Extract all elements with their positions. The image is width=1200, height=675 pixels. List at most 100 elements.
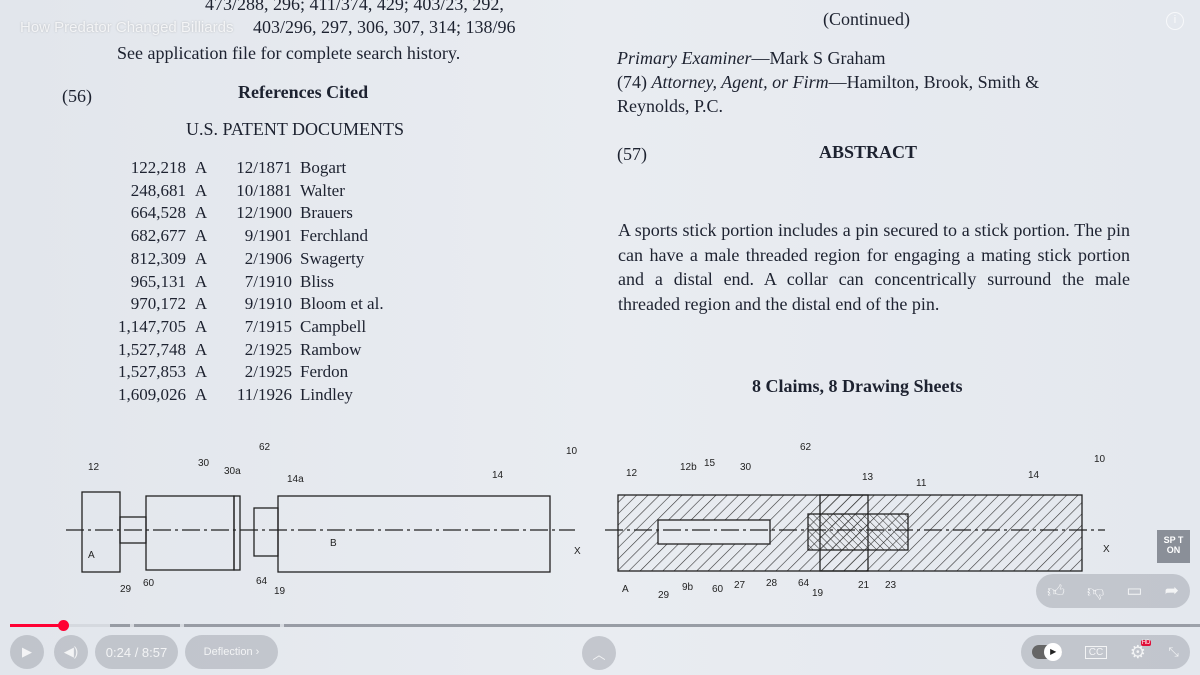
svg-text:30a: 30a bbox=[224, 466, 241, 477]
volume-icon: ◀) bbox=[64, 644, 78, 660]
hd-badge: HD bbox=[1141, 640, 1152, 646]
svg-text:62: 62 bbox=[259, 442, 271, 453]
reference-row: 970,172A9/1910Bloom et al. bbox=[100, 293, 384, 316]
svg-text:62: 62 bbox=[800, 442, 812, 453]
reference-date: 11/1926 bbox=[216, 384, 292, 407]
comment-icon[interactable]: ▭ bbox=[1126, 581, 1142, 601]
volume-button[interactable]: ◀) bbox=[54, 635, 88, 669]
references-list: 122,218A12/1871Bogart248,681A10/1881Walt… bbox=[100, 157, 384, 407]
refs-number: (56) bbox=[62, 86, 92, 107]
chevron-up-icon: ︿ bbox=[592, 644, 605, 663]
patent-drawing: 123030a6214a1410A29606419BX 1212b1530621… bbox=[0, 430, 1200, 600]
autoplay-icon: ▶ bbox=[1044, 643, 1062, 661]
svg-text:29: 29 bbox=[658, 590, 670, 600]
svg-text:A: A bbox=[622, 584, 629, 595]
share-icon[interactable]: ➦ bbox=[1165, 581, 1179, 601]
engagement-bar: 👍︎ 👎︎ ▭ ➦ bbox=[1036, 574, 1190, 608]
svg-text:60: 60 bbox=[143, 578, 155, 589]
svg-text:27: 27 bbox=[734, 580, 746, 591]
refs-subtitle: U.S. PATENT DOCUMENTS bbox=[186, 119, 404, 140]
reference-kind: A bbox=[186, 384, 216, 407]
like-icon[interactable]: 👍︎ bbox=[1047, 581, 1065, 602]
settings-button[interactable]: ⚙HD bbox=[1130, 642, 1146, 663]
svg-text:21: 21 bbox=[858, 580, 870, 591]
abstract-text: A sports stick portion includes a pin se… bbox=[618, 218, 1130, 316]
captions-button[interactable]: CC bbox=[1085, 646, 1107, 659]
svg-text:A: A bbox=[88, 550, 95, 561]
chapter-button[interactable]: Deflection › bbox=[185, 635, 278, 669]
reference-row: 248,681A10/1881Walter bbox=[100, 180, 384, 203]
svg-text:64: 64 bbox=[256, 576, 268, 587]
reference-date: 9/1901 bbox=[216, 225, 292, 248]
reference-row: 682,677A9/1901Ferchland bbox=[100, 225, 384, 248]
examiner-name: —Mark S Graham bbox=[751, 48, 885, 68]
abstract-title: ABSTRACT bbox=[819, 142, 917, 163]
svg-text:11: 11 bbox=[916, 478, 927, 489]
expand-chevron-button[interactable]: ︿ bbox=[582, 636, 616, 670]
svg-text:13: 13 bbox=[862, 472, 874, 483]
channel-watermark[interactable]: SP TON bbox=[1157, 530, 1190, 563]
reference-kind: A bbox=[186, 180, 216, 203]
svg-text:19: 19 bbox=[274, 586, 286, 597]
search-history: See application file for complete search… bbox=[117, 43, 460, 64]
reference-kind: A bbox=[186, 339, 216, 362]
exit-fullscreen-icon[interactable]: ⤡ bbox=[1168, 644, 1178, 660]
reference-row: 1,527,748A2/1925Rambow bbox=[100, 339, 384, 362]
classification-line-2: 403/296, 297, 306, 307, 314; 138/96 bbox=[253, 17, 516, 38]
svg-text:14: 14 bbox=[492, 470, 504, 481]
reference-number: 248,681 bbox=[100, 180, 186, 203]
svg-text:X: X bbox=[1103, 544, 1110, 555]
examiner-label: Primary Examiner bbox=[617, 48, 751, 68]
play-button[interactable]: ▶ bbox=[10, 635, 44, 669]
reference-date: 10/1881 bbox=[216, 180, 292, 203]
reference-kind: A bbox=[186, 202, 216, 225]
svg-text:23: 23 bbox=[885, 580, 897, 591]
refs-title: References Cited bbox=[238, 82, 368, 103]
svg-text:60: 60 bbox=[712, 584, 724, 595]
attorney-name: —Hamilton, Brook, Smith & bbox=[829, 72, 1040, 92]
reference-name: Bloom et al. bbox=[300, 293, 384, 316]
dislike-icon[interactable]: 👎︎ bbox=[1087, 581, 1104, 602]
reference-name: Brauers bbox=[300, 202, 353, 225]
reference-name: Bliss bbox=[300, 271, 334, 294]
reference-row: 122,218A12/1871Bogart bbox=[100, 157, 384, 180]
reference-kind: A bbox=[186, 157, 216, 180]
reference-kind: A bbox=[186, 293, 216, 316]
reference-date: 9/1910 bbox=[216, 293, 292, 316]
info-icon[interactable]: i bbox=[1166, 12, 1184, 30]
right-controls: ▶ CC ⚙HD ⤡ bbox=[1021, 635, 1190, 669]
autoplay-toggle[interactable]: ▶ bbox=[1032, 645, 1062, 659]
time-current: 0:24 bbox=[106, 645, 131, 660]
claims-count: 8 Claims, 8 Drawing Sheets bbox=[752, 376, 963, 397]
reference-kind: A bbox=[186, 271, 216, 294]
svg-text:12b: 12b bbox=[680, 462, 697, 473]
progress-bar[interactable] bbox=[10, 624, 1190, 627]
reference-kind: A bbox=[186, 225, 216, 248]
reference-number: 682,677 bbox=[100, 225, 186, 248]
reference-number: 1,527,853 bbox=[100, 361, 186, 384]
reference-kind: A bbox=[186, 248, 216, 271]
time-display: 0:24 / 8:57 bbox=[95, 635, 178, 669]
svg-text:29: 29 bbox=[120, 584, 132, 595]
abstract-number: (57) bbox=[617, 144, 647, 165]
svg-text:14: 14 bbox=[1028, 470, 1040, 481]
reference-date: 12/1900 bbox=[216, 202, 292, 225]
reference-date: 12/1871 bbox=[216, 157, 292, 180]
reference-name: Lindley bbox=[300, 384, 353, 407]
reference-number: 664,528 bbox=[100, 202, 186, 225]
examiner-line: Primary Examiner—Mark S Graham bbox=[617, 48, 885, 69]
play-icon: ▶ bbox=[22, 644, 32, 660]
svg-text:30: 30 bbox=[198, 458, 210, 469]
reference-row: 812,309A2/1906Swagerty bbox=[100, 248, 384, 271]
video-title[interactable]: How Predator Changed Billiards bbox=[20, 19, 233, 36]
chapter-title: Deflection bbox=[204, 646, 253, 658]
reference-number: 812,309 bbox=[100, 248, 186, 271]
svg-text:B: B bbox=[330, 538, 337, 549]
svg-text:10: 10 bbox=[1094, 454, 1106, 465]
scrubber-handle[interactable] bbox=[58, 620, 69, 631]
svg-text:12: 12 bbox=[626, 468, 638, 479]
attorney-num: (74) bbox=[617, 72, 647, 92]
reference-name: Bogart bbox=[300, 157, 346, 180]
svg-text:9b: 9b bbox=[682, 582, 694, 593]
